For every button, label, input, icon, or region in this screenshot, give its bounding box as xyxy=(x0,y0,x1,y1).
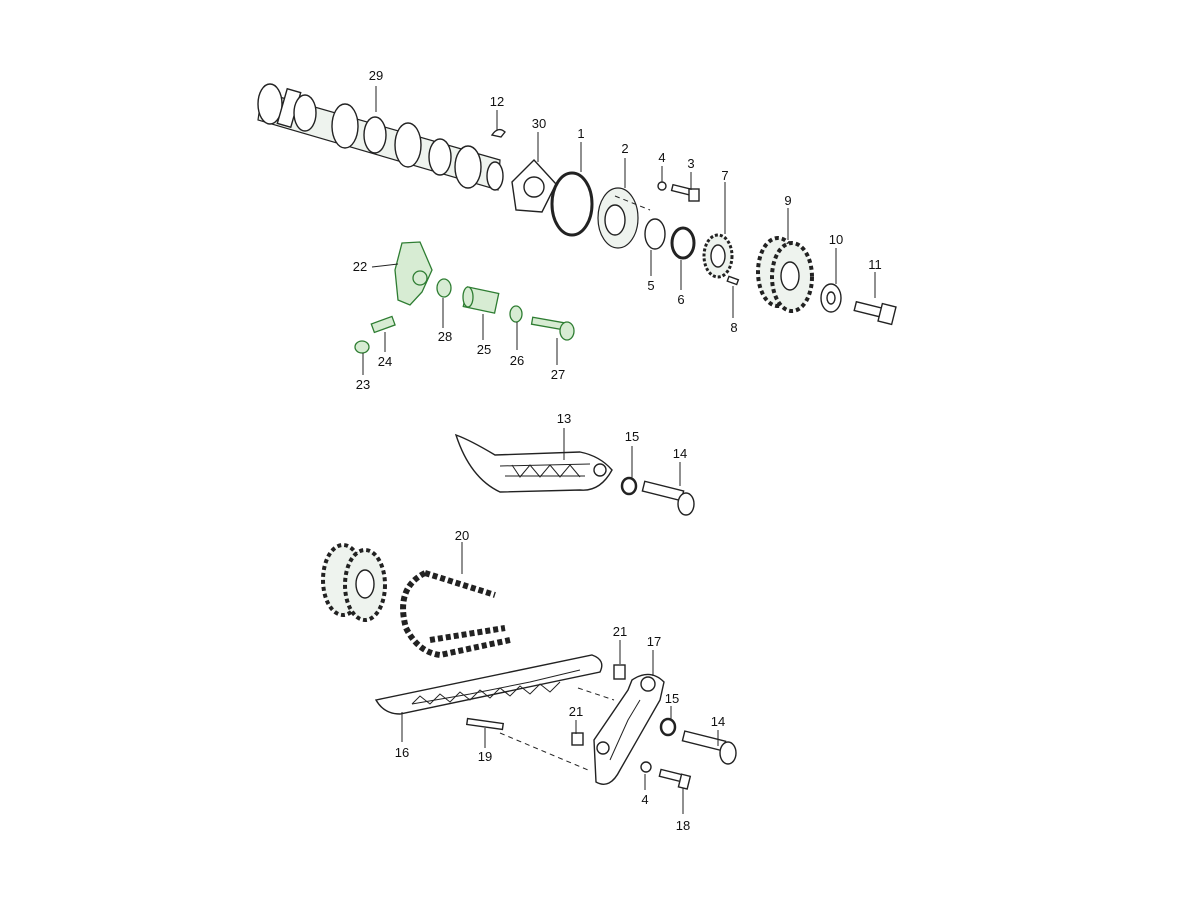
shim-ring xyxy=(670,226,696,260)
washer-lower xyxy=(640,761,652,773)
callout-16: 16 xyxy=(395,745,409,760)
callout-22: 22 xyxy=(353,259,367,274)
callout-25: 25 xyxy=(477,342,491,357)
adjuster-nut xyxy=(354,340,370,354)
callout-14-upper: 14 xyxy=(673,446,687,461)
callout-3: 3 xyxy=(687,156,694,171)
callout-20: 20 xyxy=(455,528,469,543)
pivot-bolt-lower xyxy=(681,730,737,765)
guide-pin xyxy=(465,717,505,731)
callout-17: 17 xyxy=(647,634,661,649)
callout-12: 12 xyxy=(490,94,504,109)
callout-labels: 29 12 30 1 2 4 3 7 9 10 11 22 5 6 8 28 2… xyxy=(353,68,882,833)
callout-21-upper: 21 xyxy=(613,624,627,639)
upper-chain-guide xyxy=(454,433,613,493)
adjuster-hub xyxy=(597,187,639,249)
sealing-ring-lower xyxy=(659,717,677,737)
leader-lines xyxy=(362,86,876,814)
assembly-lines xyxy=(499,195,651,771)
spacer-sleeve-lower xyxy=(571,732,584,746)
callout-23: 23 xyxy=(356,377,370,392)
callout-4-lower: 4 xyxy=(641,792,648,807)
callout-24: 24 xyxy=(378,354,392,369)
camshaft xyxy=(257,83,504,191)
sealing-ring-upper xyxy=(620,476,638,496)
callout-15-lower: 15 xyxy=(665,691,679,706)
callout-15-upper: 15 xyxy=(625,429,639,444)
pivot-bolt-upper xyxy=(641,480,695,516)
callout-29: 29 xyxy=(369,68,383,83)
callout-19: 19 xyxy=(478,749,492,764)
small-sprocket xyxy=(702,233,734,279)
spacer-sleeve-upper xyxy=(613,664,626,680)
tensioner-arm xyxy=(593,673,665,785)
o-ring xyxy=(550,171,594,237)
callout-21-lower: 21 xyxy=(569,704,583,719)
lower-chain-guide xyxy=(374,654,603,715)
callout-8: 8 xyxy=(730,320,737,335)
lower-sprocket xyxy=(321,543,387,622)
hex-bolt-small xyxy=(670,183,700,202)
rocker-arm xyxy=(394,241,433,306)
callout-6: 6 xyxy=(677,292,684,307)
sprocket-bolt xyxy=(853,300,897,326)
callout-11: 11 xyxy=(868,257,882,272)
callout-9: 9 xyxy=(784,193,791,208)
dowel-pin xyxy=(726,275,740,286)
mounting-bolt xyxy=(658,768,692,790)
woodruff-key xyxy=(490,128,506,138)
callout-27: 27 xyxy=(551,367,565,382)
callout-2: 2 xyxy=(621,141,628,156)
adjuster-screw xyxy=(370,315,396,334)
double-sprocket xyxy=(756,236,814,313)
callout-14-lower: 14 xyxy=(711,714,725,729)
callout-10: 10 xyxy=(829,232,843,247)
small-washer xyxy=(657,181,667,191)
callout-18: 18 xyxy=(676,818,690,833)
bushing-right xyxy=(509,305,523,323)
callout-30: 30 xyxy=(532,116,546,131)
callout-5: 5 xyxy=(647,278,654,293)
callout-13: 13 xyxy=(557,411,571,426)
callout-1: 1 xyxy=(577,126,584,141)
callout-7: 7 xyxy=(721,168,728,183)
rocker-shaft xyxy=(462,286,500,314)
spacer-ring xyxy=(644,218,666,250)
callout-28: 28 xyxy=(438,329,452,344)
bushing-left xyxy=(436,278,452,298)
callout-26: 26 xyxy=(510,353,524,368)
timing-chain xyxy=(400,570,511,659)
callout-4-upper: 4 xyxy=(658,150,665,165)
shaft-bolt xyxy=(530,316,575,341)
